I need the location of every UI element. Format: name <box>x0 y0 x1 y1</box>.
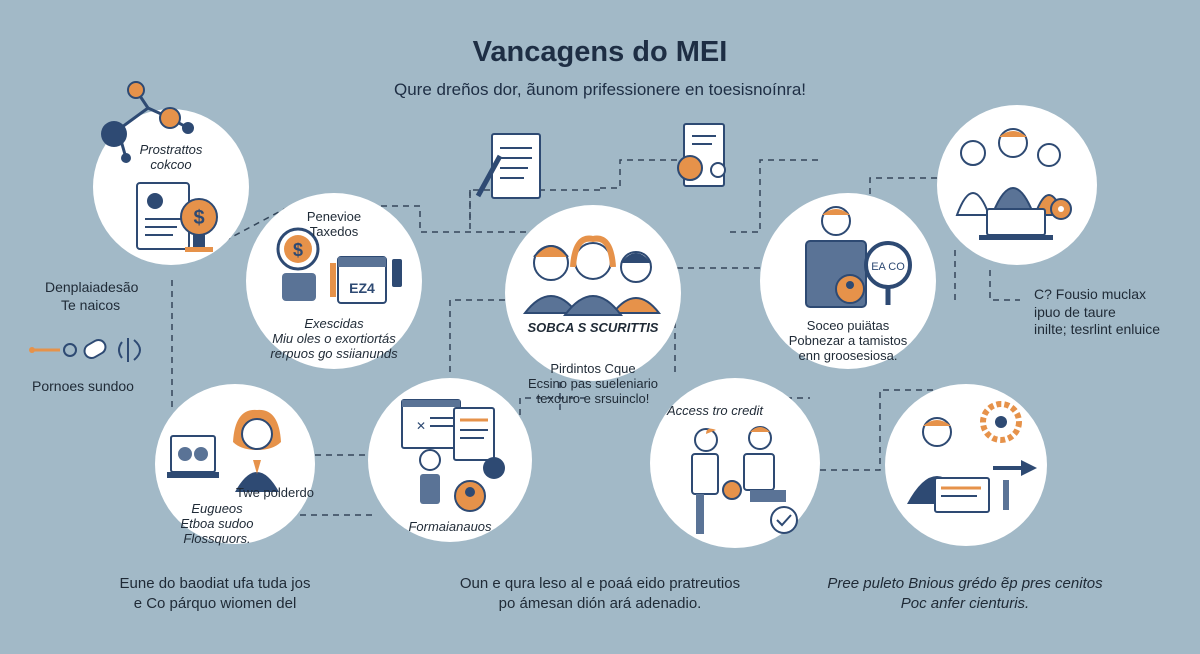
calendar-text: EZ4 <box>349 280 375 296</box>
node-center-body-1: Pirdintos Cque <box>550 361 636 376</box>
node-twe-body-4: Flossquors. <box>183 530 251 546</box>
footer-right-2: Poc anfer cienturis. <box>900 594 1030 612</box>
side-left-bottom: Pornoes sundoo <box>32 378 134 394</box>
node-soceo-body-3: enn groosesiosa. <box>798 347 898 363</box>
user-badge-icon <box>454 457 505 512</box>
node-center: SOBCA S SCURITTIS <box>505 205 681 381</box>
tools-icon <box>29 338 141 362</box>
node-growth <box>885 384 1047 546</box>
node-prostrattos-art: $ <box>136 182 218 252</box>
node-twe-body-1: Twe polderdo <box>235 485 315 500</box>
monitor-icon <box>167 435 219 478</box>
svg-text:$: $ <box>193 207 204 229</box>
side-left-top-2: Te naicos <box>61 296 121 313</box>
node-formai: ✕ Formaianauos <box>368 378 532 542</box>
node-formai-label: Formaianauos <box>408 519 492 534</box>
node-penevioe-body-2: Miu oles o exortiortás <box>272 330 396 346</box>
node-soceo-body-2: Pobnezar a tamistos <box>788 332 908 348</box>
growth-arrow-icon <box>993 460 1037 510</box>
footer-left-2: e Co párquo wiomen del <box>133 594 297 612</box>
page-title: Vancagens do MEI <box>472 36 728 68</box>
woman-icon <box>233 409 281 492</box>
node-access-label: Access tro credit <box>666 403 764 418</box>
node-penevioe-title-1: Penevioe <box>306 209 362 224</box>
node-prostrattos-label-2: cokcoo <box>150 156 192 172</box>
browser-window-icon: ✕ <box>401 399 495 461</box>
dollar-coin-icon: $ <box>276 227 320 301</box>
people-group-icon <box>522 235 662 316</box>
handshake-icon <box>691 426 786 534</box>
node-center-heading: SOBCA S SCURITTIS <box>527 320 659 335</box>
node-center-body-3: texouro e srsuinclo! <box>536 390 650 406</box>
worker-icon <box>805 206 867 308</box>
node-center-body-2: Ecsino pas sueleniario <box>527 375 659 391</box>
gear-icon <box>1050 198 1072 220</box>
node-prostrattos-label-1: Prostrattos <box>139 142 203 157</box>
presenter-icon <box>419 449 441 504</box>
node-penevioe-body-1: Exescidas <box>304 316 364 331</box>
node-team <box>937 105 1097 265</box>
receipt-icon <box>677 123 726 187</box>
node-penevioe-body-3: rerpuos go ssiianunds <box>270 345 398 361</box>
team-icon <box>955 128 1072 240</box>
laptop-icon <box>979 208 1053 240</box>
footer-center-1: Oun e qura leso al e poaá eido pratreuti… <box>459 575 741 592</box>
magnifier-text: EA CO <box>871 261 905 273</box>
gear-icon <box>980 401 1022 443</box>
businessman-icon <box>907 417 990 513</box>
node-access: Access tro credit <box>650 378 820 548</box>
document-icon <box>136 182 190 250</box>
svg-text:✕: ✕ <box>416 419 426 433</box>
node-twe: Twe polderdo Eugueos Etboa sudoo Flossqu… <box>155 384 315 546</box>
side-right-1: C? Fousio muclax <box>1034 286 1147 302</box>
side-left-top-1: Denplaiadesão <box>45 279 139 295</box>
footer-center-2: po ámesan dión ará adenadio. <box>498 594 702 612</box>
side-right-2: ipuo de taure <box>1034 303 1116 320</box>
footer-left-1: Eune do baodiat ufa tuda jos <box>119 575 311 592</box>
node-twe-body-3: Etboa sudoo <box>180 515 254 531</box>
node-penevioe-title-2: Taxedos <box>309 223 359 239</box>
node-penevioe-art: $ EZ4 <box>276 227 402 304</box>
svg-text:$: $ <box>293 240 303 260</box>
molecule-icon <box>101 81 194 163</box>
page-subtitle: Qure dreños dor, ãunom prifessionere en … <box>393 80 807 99</box>
node-penevioe: $ EZ4 Penevioe Taxedos Exescidas Miu ole… <box>246 193 422 369</box>
node-twe-body-2: Eugueos <box>191 501 243 516</box>
footer-right-1: Pree puleto Bnious grédo ẽp pres cenitos <box>827 575 1103 592</box>
side-right-3: inilte; tesrlint enluice <box>1034 321 1161 337</box>
node-soceo-body-1: Soceo puiätas <box>806 318 890 333</box>
magnifier-icon: EA CO <box>864 241 912 305</box>
check-circle-icon <box>770 506 798 534</box>
calendar-icon: EZ4 <box>330 256 402 304</box>
notepad-icon <box>475 133 541 199</box>
node-soceo: EA CO Soceo puiätas Pobnezar a tamistos … <box>760 193 936 369</box>
dollar-coin-icon: $ <box>180 198 218 252</box>
